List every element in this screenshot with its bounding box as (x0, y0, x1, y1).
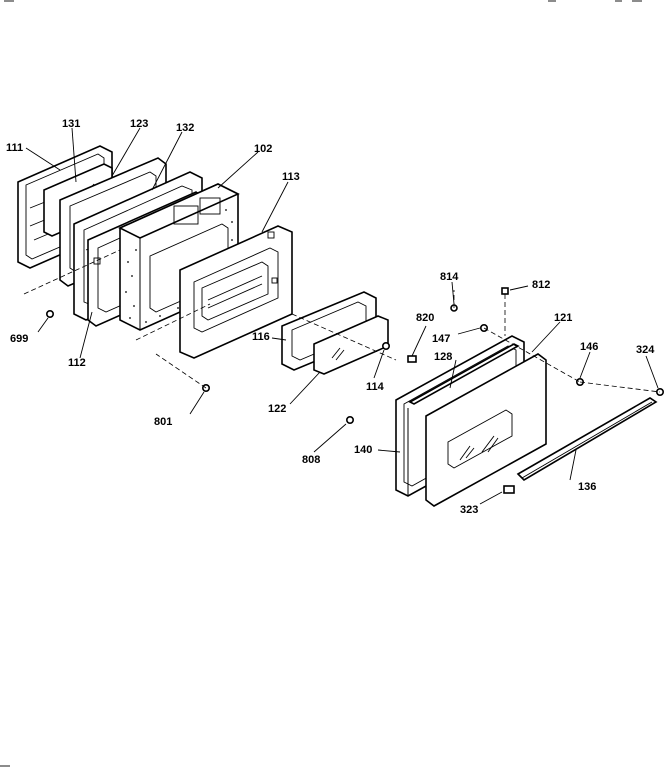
label-122: 122 (268, 403, 286, 415)
label-128: 128 (434, 351, 452, 363)
label-147: 147 (432, 333, 450, 345)
label-808: 808 (302, 454, 320, 466)
assembly-lines (23, 249, 661, 393)
part-128-trim (408, 343, 520, 405)
part-113-inner-panel (179, 225, 293, 359)
label-324: 324 (636, 344, 655, 356)
label-146: 146 (580, 341, 598, 353)
part-812-screw (501, 287, 509, 295)
label-121: 121 (554, 312, 572, 324)
label-102: 102 (254, 143, 272, 155)
label-136: 136 (578, 481, 596, 493)
part-808-screw (345, 415, 354, 424)
label-699: 699 (10, 333, 28, 345)
part-699-screw (45, 309, 54, 318)
part-136-handle (516, 397, 658, 482)
label-114: 114 (366, 381, 385, 393)
label-814: 814 (440, 271, 459, 283)
label-323: 323 (460, 504, 478, 516)
label-111: 111 (6, 142, 23, 154)
label-820: 820 (416, 312, 434, 324)
callout-labels: 111 131 123 132 102 113 699 112 116 122 … (6, 118, 655, 516)
part-114-clip (381, 341, 390, 350)
part-121-outer-glass (425, 353, 547, 507)
label-123: 123 (130, 118, 148, 130)
label-801: 801 (154, 416, 172, 428)
label-812: 812 (532, 279, 550, 291)
label-132: 132 (176, 122, 194, 134)
label-140: 140 (354, 444, 372, 456)
label-116: 116 (252, 331, 270, 343)
label-112: 112 (68, 357, 86, 369)
part-820-bracket (407, 355, 417, 363)
label-113: 113 (282, 171, 300, 183)
label-131: 131 (62, 118, 80, 130)
leader-lines (25, 127, 659, 505)
part-323-end-cap (503, 485, 515, 494)
